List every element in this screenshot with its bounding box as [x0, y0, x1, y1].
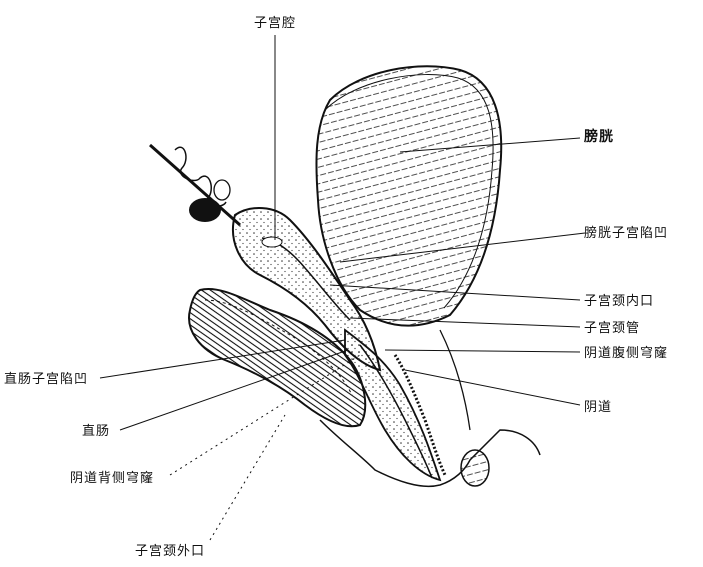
- label-vagina: 阴道: [584, 396, 612, 415]
- label-external-os: 子宫颈外口: [135, 540, 205, 559]
- label-internal-os: 子宫颈内口: [584, 290, 654, 309]
- bladder-shape: [316, 66, 501, 325]
- label-cervical-canal: 子宫颈管: [584, 317, 640, 336]
- label-rectum: 直肠: [82, 420, 110, 439]
- leader-anterior-fornix: [385, 350, 580, 352]
- label-rectouterine-pouch: 直肠子宫陷凹: [4, 368, 88, 387]
- label-bladder: 膀胱: [584, 126, 614, 146]
- leader-external-os: [210, 415, 285, 540]
- label-vesicouterine-pouch: 膀胱子宫陷凹: [584, 222, 668, 241]
- label-anterior-fornix: 阴道腹侧穹窿: [584, 342, 668, 361]
- leader-vagina: [405, 370, 580, 405]
- label-posterior-fornix: 阴道背侧穹窿: [70, 467, 154, 486]
- adnexa-shape: [150, 145, 240, 225]
- label-uterine-cavity: 子宫腔: [254, 12, 296, 31]
